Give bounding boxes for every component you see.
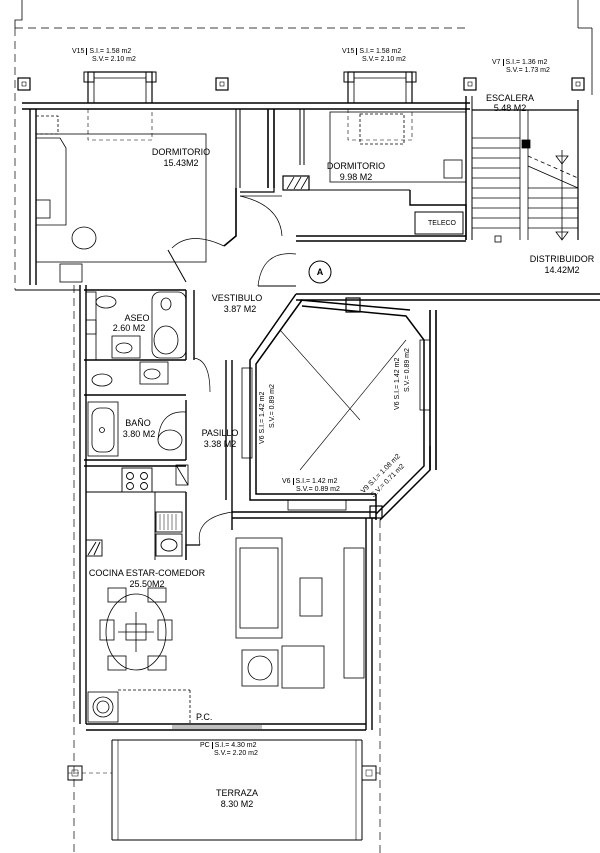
octagon-diagonals (279, 329, 407, 471)
column (575, 81, 581, 87)
column (571, 77, 585, 91)
bed-double (35, 115, 207, 283)
room-area-pasillo: 3.38 M2 (203, 439, 237, 449)
room-name-pasillo: PASILLO (201, 428, 239, 438)
window-spec-v6a-sv: S.V.= 0.89 m2 (269, 384, 276, 428)
column (467, 81, 473, 87)
room-name-dorm1: DORMITORIO (151, 147, 211, 157)
door-swing (198, 511, 233, 546)
room-area-dorm1: 15.43M2 (163, 158, 199, 168)
section-marker-label: A (316, 267, 324, 277)
door-swing (257, 253, 297, 287)
room-name-cocina: COCINA ESTAR-COMEDOR (88, 568, 206, 578)
window-frame (419, 339, 431, 411)
door-swing (193, 357, 211, 393)
room-area-cocina: 25.50M2 (129, 579, 165, 589)
room-name-bano: BAÑO (125, 418, 151, 428)
room-area-distribuidor: 14.42M2 (544, 265, 580, 275)
room-area-bano: 3.80 M2 (122, 429, 156, 439)
vent-shaft (282, 175, 310, 191)
column (215, 77, 229, 91)
room-name-terraza: TERRAZA (215, 788, 259, 798)
room-area-vestibulo: 3.87 M2 (223, 304, 257, 314)
pc-label: P.C. (196, 712, 213, 722)
teleco-box (414, 211, 464, 235)
window-frame (241, 367, 253, 459)
window-spec-v6a: V6 S.I.= 1.42 m2 (259, 391, 266, 444)
window-frame (287, 499, 347, 511)
kitchen-counter (85, 467, 187, 560)
room-name-distribuidor: DISTRIBUIDOR (529, 254, 595, 264)
sofa-set (235, 537, 365, 689)
window-spec-v6b: V6 S.I.= 1.42 m2 (394, 357, 401, 410)
column (21, 81, 27, 87)
bedroom-exterior-wall (22, 102, 470, 110)
window-bay-left (83, 71, 157, 141)
washer (87, 689, 191, 724)
column (17, 77, 31, 91)
column (219, 81, 225, 87)
room-name-escalera: ESCALERA (485, 93, 535, 103)
column (463, 77, 477, 91)
window-spec-v6c: V6 S.I.= 1.42 m2 S.V.= 0.89 m2 (282, 478, 340, 493)
room-area-escalera: 5.48 M2 (493, 103, 527, 113)
teleco-label: TELECO (428, 220, 457, 227)
dining-table (99, 587, 173, 671)
bathroom-fixtures (85, 291, 189, 486)
window-spec-v15b: V15 S.I.= 1.58 m2 S.V.= 2.10 m2 (342, 48, 406, 63)
stove-hatching (159, 514, 177, 530)
room-area-terraza: 8.30 M2 (220, 799, 254, 809)
room-name-vestibulo: VESTIBULO (211, 293, 263, 303)
room-area-aseo: 2.60 M2 (112, 323, 146, 333)
window-spec-v7: V7 S.I.= 1.36 m2 S.V.= 1.73 m2 (492, 59, 550, 74)
door-swing (239, 195, 283, 237)
room-name-aseo: ASEO (124, 313, 150, 323)
column (345, 297, 361, 313)
top-left-wall-outline (14, 0, 23, 28)
window-spec-v6b-sv: S.V.= 0.89 m2 (404, 348, 411, 392)
window-spec-pc: PC S.I.= 4.30 m2 S.V.= 2.20 m2 (200, 742, 258, 757)
room-name-dorm2: DORMITORIO (326, 161, 386, 171)
window-bay-right (343, 71, 417, 141)
section-marker (308, 260, 332, 284)
door-swing (157, 411, 187, 441)
door-swing (171, 238, 225, 249)
staircase (465, 96, 579, 243)
terrace (67, 285, 380, 853)
room-area-dorm2: 9.98 M2 (339, 172, 373, 182)
wet-core (79, 285, 195, 724)
octagon-room (249, 293, 431, 521)
window-spec-v15a: V15 S.I.= 1.58 m2 S.V.= 2.10 m2 (72, 48, 136, 63)
